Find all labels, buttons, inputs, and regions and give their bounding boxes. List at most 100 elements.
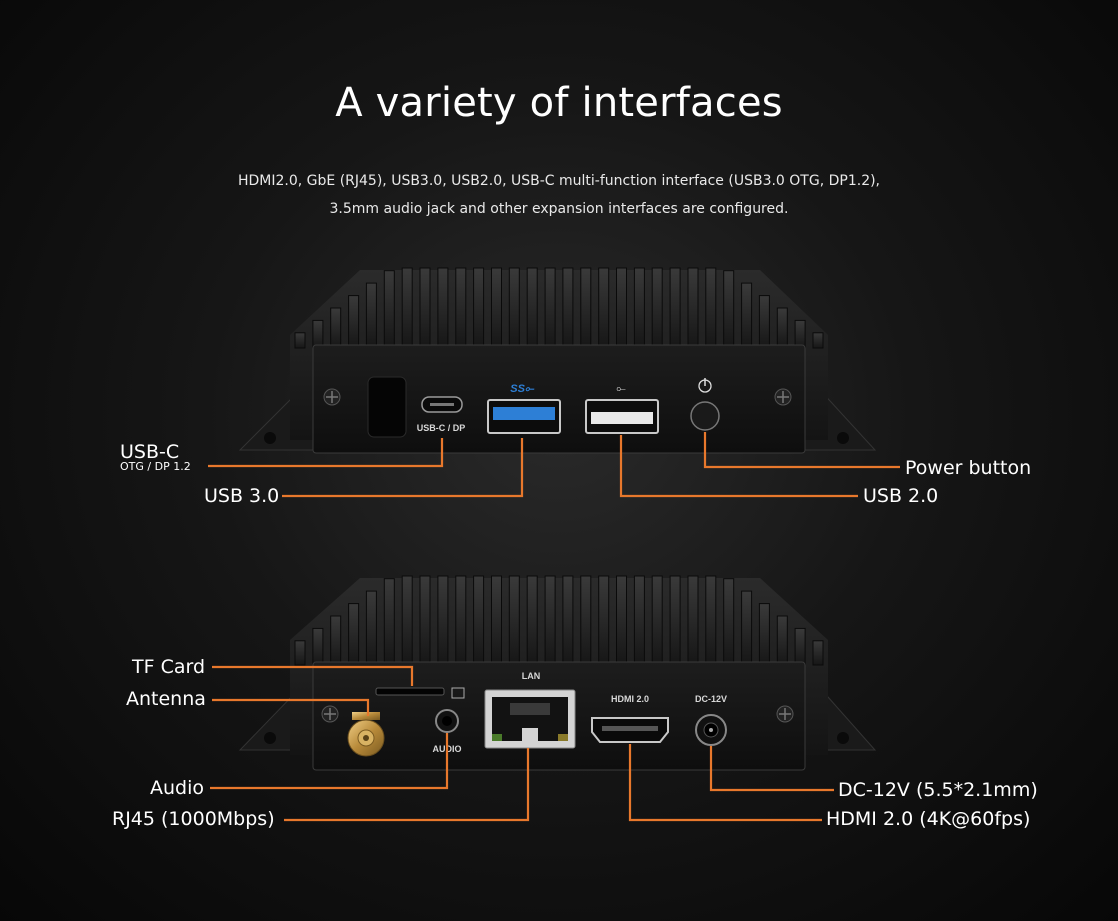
- heatsink-fin: [758, 603, 770, 666]
- heatsink-fin: [723, 270, 735, 349]
- audio-jack-hole: [442, 716, 452, 726]
- heatsink-fin: [365, 282, 377, 349]
- callout-lines: [208, 432, 900, 822]
- heatsink-fin: [544, 267, 556, 349]
- usb-c-port-label: USB-C / DP: [417, 423, 466, 433]
- heatsink-fin: [812, 332, 824, 349]
- heatsink-fin: [776, 307, 788, 349]
- heatsink-fin: [348, 295, 360, 349]
- screw-slot: [779, 708, 791, 720]
- antenna-pin: [363, 735, 369, 741]
- heatsink-fin: [312, 627, 324, 666]
- heatsink-fin: [544, 575, 556, 666]
- heatsink-fin: [580, 575, 592, 666]
- callout-line-usbc: [208, 438, 444, 468]
- heatsink-fin: [651, 267, 663, 349]
- hdmi-port-tongue: [602, 726, 658, 731]
- heatsink-fin: [633, 575, 645, 666]
- heatsink-fin: [705, 575, 717, 666]
- heatsink-fin: [633, 267, 645, 349]
- flange-hole: [837, 732, 849, 744]
- callout-label-usb3: USB 3.0: [204, 485, 280, 507]
- heatsink-fin: [705, 267, 717, 349]
- heatsink-fin: [812, 640, 824, 666]
- heatsink-fin: [491, 575, 502, 666]
- ir-window: [367, 376, 407, 438]
- heatsink-fin: [562, 267, 574, 349]
- callout-label-dc: DC-12V (5.5*2.1mm): [838, 779, 1038, 801]
- callout-label-usb2: USB 2.0: [863, 485, 939, 507]
- callout-label-hdmi: HDMI 2.0 (4K@60fps): [826, 808, 1031, 830]
- dc-port-label: DC-12V: [695, 694, 727, 704]
- callout-line-antenna: [212, 698, 370, 716]
- screw-slot: [777, 391, 789, 403]
- heatsink-fin: [330, 307, 342, 349]
- flange-hole: [837, 432, 849, 444]
- heatsink-fin: [723, 578, 735, 666]
- callout-label-tf: TF Card: [132, 656, 206, 678]
- heatsink-fin: [669, 267, 681, 349]
- callout-label-usbc-sub: OTG / DP 1.2: [120, 460, 191, 473]
- heatsink-fin: [348, 603, 360, 666]
- usb2-port-tongue: [591, 412, 653, 424]
- flange-hole: [264, 732, 276, 744]
- callout-line-usb3: [282, 438, 524, 498]
- heatsink-fin: [365, 590, 377, 666]
- heatsink-fin: [491, 267, 502, 349]
- heatsink-fin: [330, 615, 342, 666]
- power-button[interactable]: [690, 401, 720, 431]
- heatsink-fin: [669, 575, 681, 666]
- rj45-contacts: [510, 703, 550, 715]
- heatsink-fin: [598, 575, 610, 666]
- screw-slot: [326, 391, 338, 403]
- callout-line-tf: [212, 665, 414, 686]
- hdmi-port-label: HDMI 2.0: [611, 694, 649, 704]
- lan-port-label: LAN: [522, 671, 541, 681]
- heatsink-fin: [598, 267, 610, 349]
- rj45-led-right: [558, 734, 568, 741]
- flange-hole: [264, 432, 276, 444]
- subtitle-line-1: HDMI2.0, GbE (RJ45), USB3.0, USB2.0, USB…: [237, 173, 881, 189]
- callout-label-usbc: USB-C: [120, 441, 180, 463]
- heatsink-fin: [473, 267, 485, 349]
- callout-line-audio: [210, 733, 449, 790]
- callout-line-usb2: [619, 435, 858, 498]
- callout-line-hdmi: [628, 744, 822, 822]
- heatsink-fin: [526, 575, 538, 666]
- callout-line-dc: [709, 746, 834, 792]
- heatsink-fin: [616, 267, 627, 349]
- front-panel: [312, 344, 806, 454]
- heatsink-fin: [741, 282, 753, 349]
- heatsink-fin: [776, 615, 788, 666]
- rj45-led-left: [492, 734, 502, 741]
- heatsink-fin: [741, 590, 753, 666]
- heatsink-fin: [383, 578, 395, 666]
- top-device: USB-C / DP SS⟜ ⟜: [238, 267, 877, 454]
- heatsink-fin: [473, 575, 485, 666]
- screw-slot: [324, 708, 336, 720]
- heatsink-fin: [794, 627, 806, 666]
- heatsink-fin: [687, 267, 699, 349]
- antenna-base: [352, 712, 380, 720]
- heatsink-fin: [401, 267, 413, 349]
- usb2-logo-icon: ⟜: [616, 381, 626, 395]
- heatsink-fin: [294, 640, 306, 666]
- tf-card-icon: [451, 687, 465, 699]
- heatsink-fin: [687, 575, 699, 666]
- page-title: A variety of interfaces: [335, 80, 783, 126]
- tf-card-slot: [375, 687, 445, 696]
- heatsink-fin: [455, 575, 467, 666]
- dc-jack-pin: [709, 728, 713, 732]
- usb3-ss-logo: SS⟜: [510, 383, 535, 395]
- callout-line-power: [703, 432, 900, 469]
- callout-label-antenna: Antenna: [126, 688, 206, 710]
- heatsink-fin: [508, 575, 520, 666]
- callout-line-rj45: [284, 748, 530, 822]
- heatsink-fin: [758, 295, 770, 349]
- usb-c-tongue: [430, 403, 454, 406]
- heatsink-fin: [312, 319, 324, 349]
- heatsink-fin: [383, 270, 395, 349]
- heatsink-fin: [508, 267, 520, 349]
- heatsink-fin: [526, 267, 538, 349]
